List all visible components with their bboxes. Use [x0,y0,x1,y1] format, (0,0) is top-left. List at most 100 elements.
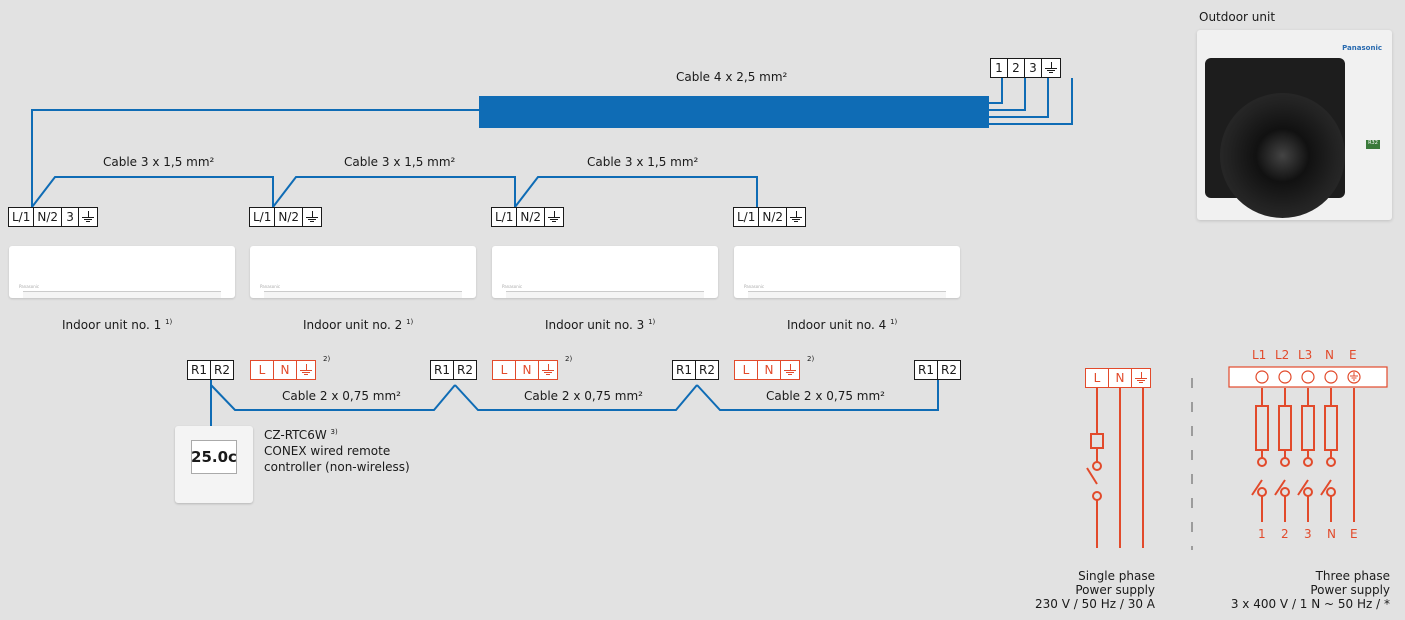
three-phase-bottom-labels: 1 2 3 N E [1258,527,1368,543]
outdoor-lead-gnd [989,78,1073,125]
brand-logo: Panasonic [1342,44,1382,52]
terminal-r1: R1 [915,361,938,379]
power-terminal-block-2: L N [492,360,558,380]
outdoor-lead-2 [989,78,1026,111]
ground-icon [545,208,563,226]
remote-cable-label-3: Cable 2 x 0,75 mm² [766,389,885,403]
terminal-n: N [758,361,781,379]
three-phase-title: Three phase [1315,569,1390,583]
single-phase-wiring [1086,388,1144,548]
terminal-3: 3 [1025,59,1042,77]
three-phase-wiring [1251,388,1355,522]
indoor-terminal-block-2: L/1 N/2 [249,207,323,227]
indoor-cable-2 [272,176,516,208]
controller-description: CZ-RTC6W 3) CONEX wired remote controlle… [264,427,410,475]
controller-note: 3) [330,428,338,436]
terminal-n2: N/2 [275,208,304,226]
ground-icon [79,208,97,226]
terminal-n2: N/2 [34,208,63,226]
terminal-l: L [493,361,516,379]
three-phase-terminal-block [1228,366,1388,388]
indoor-terminal-block-4: L/1 N/2 [733,207,807,227]
remote-cable-2 [210,384,456,411]
power-note-2: 2) [565,355,573,363]
outdoor-unit-label: Outdoor unit [1199,10,1276,24]
label-e: E [1349,348,1357,362]
terminal-n2: N/2 [759,208,788,226]
terminal-n: N [1109,369,1132,387]
power-note-3: 2) [807,355,815,363]
single-phase-terminal-block: L N [1085,368,1151,388]
power-terminal-block-1: L N [250,360,316,380]
three-phase-top-labels: L1 L2 L3 N E [1252,348,1372,364]
indoor-cable-1 [31,176,274,208]
indoor-cable-label-3: Cable 3 x 1,5 mm² [587,155,699,169]
indoor-unit-label-1: Indoor unit no. 1 1) [62,318,173,332]
single-phase-rating: 230 V / 50 Hz / 30 A [1035,597,1155,611]
controller-model: CZ-RTC6W [264,428,327,442]
indoor-cable-label-1: Cable 3 x 1,5 mm² [103,155,215,169]
label-l2: L2 [1275,348,1290,362]
remote-cable-label-1: Cable 2 x 0,75 mm² [282,389,401,403]
ground-icon [297,361,315,379]
single-phase-subtitle: Power supply [1075,583,1155,597]
terminal-r1: R1 [188,361,211,379]
terminal-3: 3 [62,208,80,226]
controller-line3: controller (non-wireless) [264,460,410,474]
terminal-r1: R1 [431,361,454,379]
fan-grille [1205,58,1345,218]
outdoor-lead-3 [989,78,1049,118]
indoor-unit-label-2: Indoor unit no. 2 1) [303,318,414,332]
main-cable-line [31,109,479,207]
outdoor-lead-1 [989,78,1003,104]
indoor-terminal-block-3: L/1 N/2 [491,207,565,227]
single-phase-label: Single phase Power supply 230 V / 50 Hz … [1035,569,1155,611]
indoor-cable-label-2: Cable 3 x 1,5 mm² [344,155,456,169]
controller-display: 25.0c [191,440,237,474]
controller-line2: CONEX wired remote [264,444,391,458]
three-phase-rating: 3 x 400 V / 1 N ~ 50 Hz / * [1230,597,1390,611]
indoor-unit-4: Panasonic [734,246,960,298]
label-l3: L3 [1298,348,1313,362]
terminal-r2: R2 [213,363,230,377]
terminal-r2: R2 [456,363,473,377]
terminal-l1: L/1 [734,208,760,226]
label-2: 2 [1281,527,1289,541]
indoor-unit-2: Panasonic [250,246,476,298]
power-note-1: 2) [323,355,331,363]
terminal-n: N [516,361,539,379]
ground-icon [539,361,557,379]
terminal-l: L [251,361,274,379]
ground-icon [781,361,799,379]
terminal-r2: R2 [940,363,957,377]
label-1: 1 [1258,527,1266,541]
ground-icon [1132,369,1150,387]
terminal-l1: L/1 [492,208,518,226]
label-3: 3 [1304,527,1312,541]
indoor-unit-label-4: Indoor unit no. 4 1) [787,318,898,332]
indoor-unit-label-3: Indoor unit no. 3 1) [545,318,656,332]
terminal-l1: L/1 [9,208,35,226]
terminal-1: 1 [991,59,1008,77]
remote-cable-label-2: Cable 2 x 0,75 mm² [524,389,643,403]
terminal-r1: R1 [673,361,696,379]
three-phase-subtitle: Power supply [1310,583,1390,597]
outdoor-unit-image: Panasonic R32 [1197,30,1392,220]
label-e: E [1350,527,1358,541]
remote-cable-4 [696,380,939,411]
terminal-n: N [274,361,297,379]
terminal-l: L [735,361,758,379]
power-terminal-block-3: L N [734,360,800,380]
single-phase-title: Single phase [1078,569,1155,583]
indoor-unit-3: Panasonic [492,246,718,298]
terminal-l: L [1086,369,1109,387]
label-n: N [1325,348,1334,362]
remote-cable-3 [454,384,698,411]
indoor-terminal-block-1: L/1 N/2 3 [8,207,99,227]
ground-icon [303,208,321,226]
terminal-2: 2 [1008,59,1025,77]
